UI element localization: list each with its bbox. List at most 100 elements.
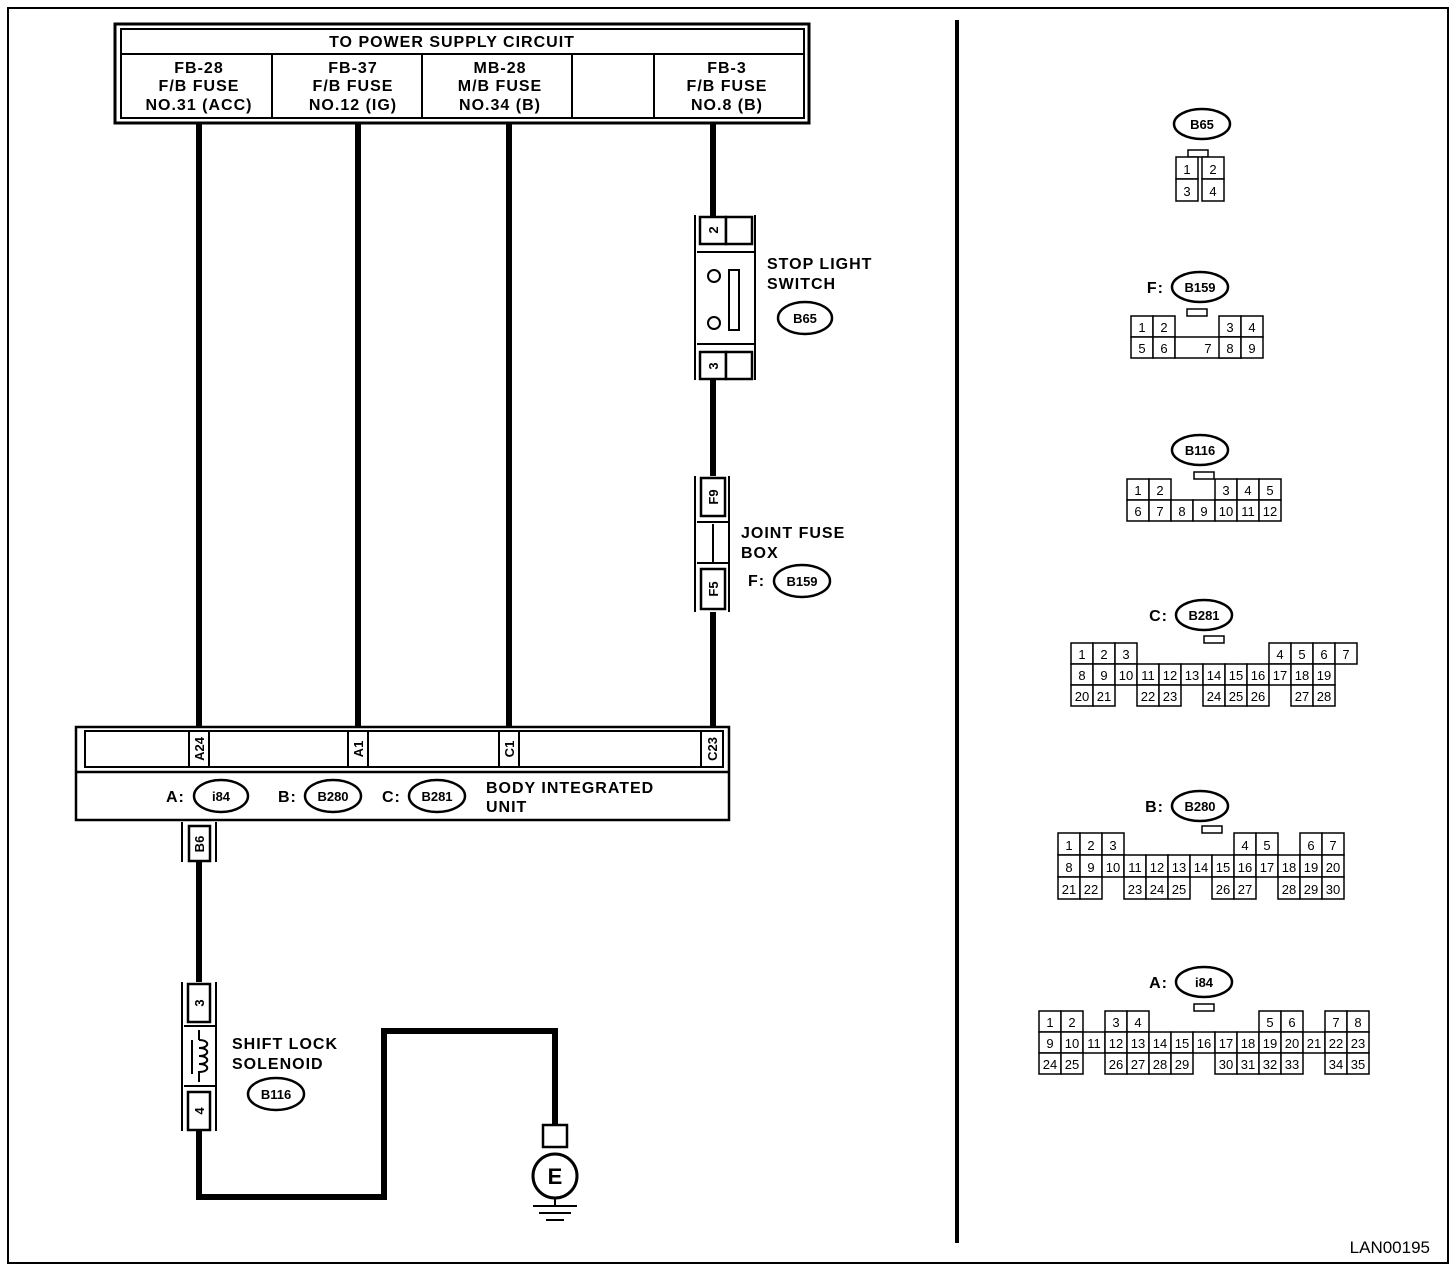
shift-lock-solenoid: 3 4 SHIFT LOCK SOLENOID B116 (181, 982, 337, 1132)
connector-latch (1187, 149, 1209, 158)
connector-pin-number: 9 (1200, 504, 1207, 519)
connector-pin-number: 3 (1122, 647, 1129, 662)
connector-pin-number: 4 (1241, 838, 1248, 853)
connector-view-id: B65 (1190, 117, 1214, 132)
jfb-label-2: BOX (741, 545, 779, 562)
connector-pin-number: 4 (1134, 1015, 1141, 1030)
connector-pin-number: 12 (1163, 668, 1177, 683)
connector-pin-number: 14 (1153, 1036, 1167, 1051)
connector-pin-number: 10 (1119, 668, 1133, 683)
connector-pin-number: 25 (1065, 1057, 1079, 1072)
jfb-connector-id: B159 (786, 574, 817, 589)
connector-pin-number: 17 (1219, 1036, 1233, 1051)
unit-pin-c1: C1 (502, 741, 517, 758)
connector-pin-cell (1258, 499, 1282, 522)
connector-pin-number: 20 (1075, 689, 1089, 704)
connector-view-prefix: C: (1149, 608, 1168, 625)
connector-pin-number: 34 (1329, 1057, 1343, 1072)
document-id: LAN00195 (1350, 1238, 1430, 1257)
connector-pin-number: 19 (1317, 668, 1331, 683)
connector-pin-number: 1 (1138, 320, 1145, 335)
ground-label: E (548, 1164, 563, 1189)
connector-pin-cell (1167, 876, 1191, 900)
connector-pin-number: 16 (1238, 860, 1252, 875)
fuse-2-line3: NO.12 (IG) (309, 97, 397, 114)
connector-latch (1193, 1003, 1215, 1012)
connector-pin-number: 12 (1150, 860, 1164, 875)
connector-pin-number: 2 (1156, 483, 1163, 498)
connector-pin-number: 7 (1332, 1015, 1339, 1030)
connector-pin-number: 3 (1183, 184, 1190, 199)
connector-pin-number: 26 (1109, 1057, 1123, 1072)
connector-pin-cell (1280, 1052, 1304, 1075)
wire-solenoid-to-ground (196, 1028, 558, 1200)
solenoid-label-2: SOLENOID (232, 1056, 324, 1073)
connector-pin-number: 26 (1251, 689, 1265, 704)
connector-view-id: B116 (1185, 443, 1215, 458)
fuse-1-line2: F/B FUSE (159, 78, 240, 95)
connector-pin-number: 20 (1326, 860, 1340, 875)
stop-switch-pin-bottom: 3 (706, 362, 721, 369)
unit-pin-c23: C23 (705, 737, 720, 761)
connector-pin-number: 29 (1304, 882, 1318, 897)
connector-latch (1186, 308, 1208, 317)
fuse-1-line3: NO.31 (ACC) (145, 97, 252, 114)
connector-pin-cell (1321, 876, 1345, 900)
connector-pin-number: 16 (1251, 668, 1265, 683)
connector-pin-number: 8 (1226, 341, 1233, 356)
connector-pin-number: 25 (1172, 882, 1186, 897)
connector-pin-number: 9 (1046, 1036, 1053, 1051)
connector-pin-number: 6 (1320, 647, 1327, 662)
connector-pin-number: 3 (1109, 838, 1116, 853)
solenoid-pin-bottom: 4 (192, 1107, 207, 1115)
connector-view-badge (1172, 107, 1232, 141)
connector-pin-cell (1079, 876, 1103, 900)
connector-pin-number: 1 (1134, 483, 1141, 498)
connector-pin-number: 7 (1204, 341, 1211, 356)
connector-pin-cell (1334, 642, 1358, 665)
fuse-3-line2: M/B FUSE (458, 78, 542, 95)
connector-pin-cell (1246, 684, 1270, 707)
stop-switch-connector-id: B65 (793, 311, 817, 326)
ground-icon: E (531, 1123, 579, 1221)
body-integrated-unit: A24 A1 C1 C23 A: i84 B: B280 C: B281 BOD… (74, 725, 731, 863)
connector-pin-number: 25 (1229, 689, 1243, 704)
connector-pin-number: 20 (1285, 1036, 1299, 1051)
connector-pin-number: 29 (1175, 1057, 1189, 1072)
power-supply-box: TO POWER SUPPLY CIRCUIT FB-28 F/B FUSE N… (113, 22, 811, 125)
connector-view-badge (1170, 270, 1230, 304)
connector-pin-number: 3 (1112, 1015, 1119, 1030)
unit-conn-a-id: i84 (212, 789, 231, 804)
connector-pin-number: 27 (1238, 882, 1252, 897)
connector-pin-cell (1158, 684, 1182, 707)
jfb-label-1: JOINT FUSE (741, 525, 845, 542)
connector-pin-number: 13 (1185, 668, 1199, 683)
connector-pin-number: 28 (1282, 882, 1296, 897)
connector-pin-number: 4 (1209, 184, 1216, 199)
connector-pin-number: 18 (1241, 1036, 1255, 1051)
connector-pin-number: 5 (1263, 838, 1270, 853)
connector-pin-number: 13 (1131, 1036, 1145, 1051)
unit-conn-c-id: B281 (421, 789, 452, 804)
connector-pin-number: 2 (1100, 647, 1107, 662)
connector-pin-cell (1233, 876, 1257, 900)
connector-pin-cell (1346, 1052, 1370, 1075)
connector-pin-number: 10 (1065, 1036, 1079, 1051)
connector-pin-number: 18 (1282, 860, 1296, 875)
fuse-5-line1: FB-3 (707, 60, 747, 77)
connector-pin-number: 28 (1317, 689, 1331, 704)
connector-pin-number: 30 (1326, 882, 1340, 897)
connector-pin-number: 8 (1354, 1015, 1361, 1030)
stop-light-switch: 2 3 STOP LIGHT SWITCH B65 (694, 215, 871, 381)
connector-pin-number: 8 (1065, 860, 1072, 875)
connector-pin-number: 28 (1153, 1057, 1167, 1072)
connector-pin-number: 5 (1266, 483, 1273, 498)
connector-pin-number: 24 (1207, 689, 1221, 704)
connector-pin-number: 33 (1285, 1057, 1299, 1072)
connector-pin-number: 9 (1087, 860, 1094, 875)
connector-pin-number: 32 (1263, 1057, 1277, 1072)
